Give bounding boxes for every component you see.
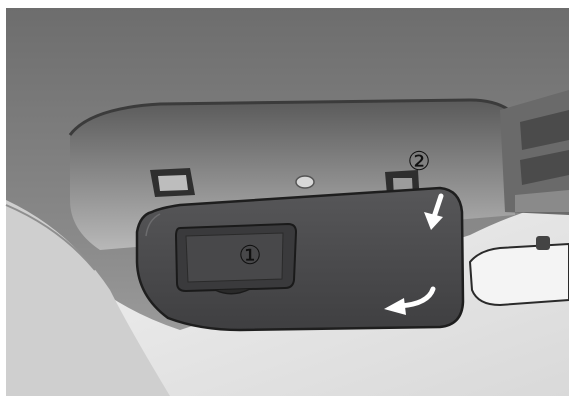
- callout-hinge: ②: [404, 147, 434, 177]
- mirror-mount: [536, 236, 550, 250]
- rearview-mirror: [470, 244, 569, 305]
- callout-mirror: ①: [235, 241, 265, 271]
- fastener: [296, 176, 314, 188]
